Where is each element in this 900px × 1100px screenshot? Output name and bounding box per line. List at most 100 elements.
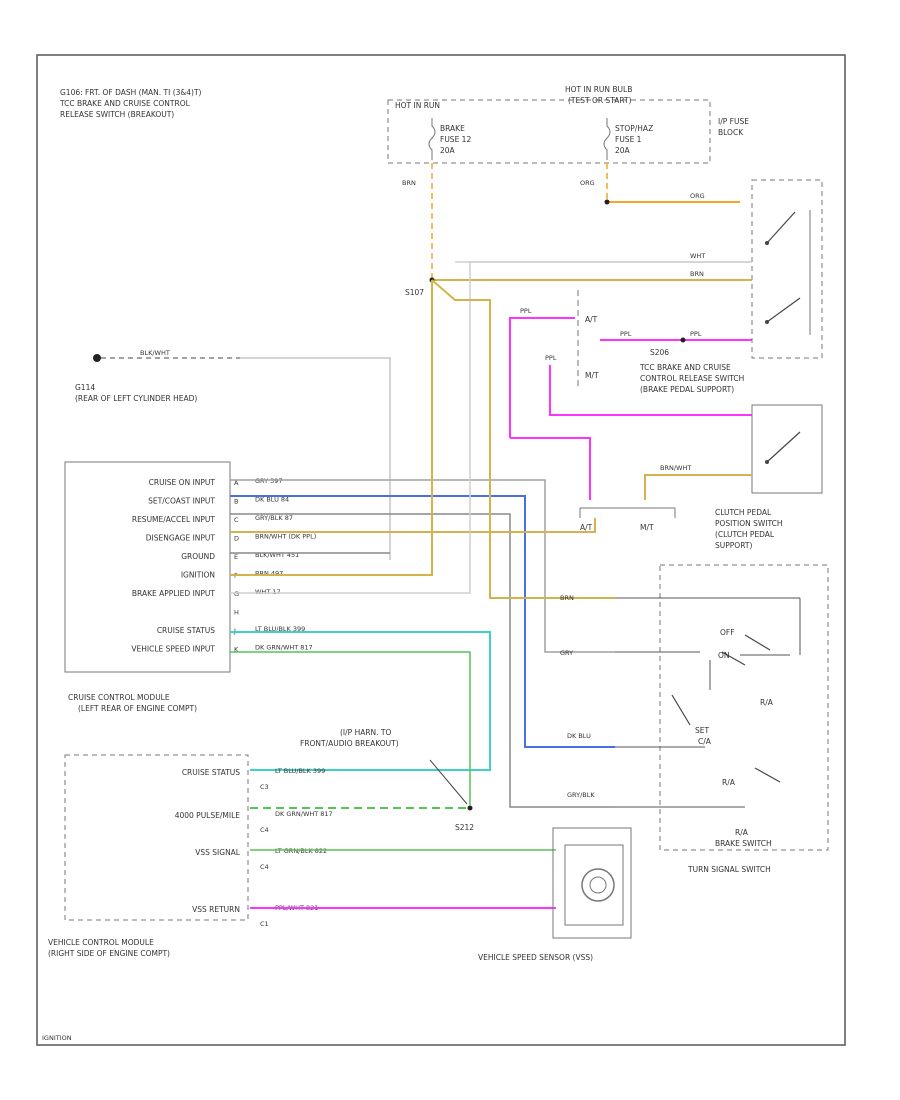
wire-dkblu-t: DK BLU [567,732,591,740]
ccm-pin-letter: C [234,516,239,524]
g114-wire-tag: BLK/WHT [140,349,170,357]
brake-switch-box [751,404,823,494]
dkgrn-817-wire [230,651,471,805]
org-tag-2: ORG [690,192,705,200]
ts-set-2: C/A [698,737,712,746]
ltblu-399-wire [230,631,491,771]
ccm-pin-letter: B [234,498,238,506]
mt-label-2: M/T [640,523,654,532]
at-label-2: A/T [580,523,593,532]
tcc-switch-label-1: TCC BRAKE AND CRUISE [639,363,731,372]
g106-note-3: RELEASE SWITCH (BREAKOUT) [60,110,174,119]
ppl-tag-3: PPL [690,330,702,338]
vcm-pin-label: 4000 PULSE/MILE [175,811,241,820]
ccm-wire-tag: GRY/BLK 87 [255,514,293,522]
clutch-label-1: CLUTCH PEDAL [715,508,772,517]
s212-label: S212 [455,823,474,832]
brake-switch-label-2: BRAKE SWITCH [715,839,772,848]
ts-ra-2: R/A [722,778,736,787]
ccm-title-1: CRUISE CONTROL MODULE [68,693,170,702]
ts-ra-switch [754,767,781,783]
ccm-pin-letter: G [234,590,239,598]
brnwht-dkppl-wire [230,518,596,533]
ccm-pin-label: VEHICLE SPEED INPUT [131,645,215,654]
clutch-label-4: SUPPORT) [715,541,752,550]
ccm-pin-label: SET/COAST INPUT [148,497,215,506]
ppl-wire-3 [549,365,752,416]
vcm-pin-label: CRUISE STATUS [182,768,240,777]
ts-set-switch [671,694,691,726]
ccm-title-2: (LEFT REAR OF ENGINE COMPT) [78,704,197,713]
s107-label: S107 [405,288,424,297]
ccm-pin-letter: D [234,535,239,543]
tcc-switch-label-3: (BRAKE PEDAL SUPPORT) [640,385,734,394]
ts-on: ON [718,651,730,660]
brake-switch [766,431,801,463]
vss-title: VEHICLE SPEED SENSOR (VSS) [478,953,593,962]
ip-harness-1: (I/P HARN. TO [340,728,392,737]
stop-fuse-2: FUSE 1 [615,135,642,144]
vss-sensor-coil [581,868,615,902]
vcm-pin-label: VSS SIGNAL [195,848,241,857]
footer-tag: IGNITION [42,1034,72,1042]
wire-gryblk-t: GRY/BLK [567,791,595,799]
ip-fuse-block-1: I/P FUSE [718,117,749,126]
ts-off-switch [744,634,771,651]
ts-ra: R/A [760,698,774,707]
ppl-tag-4: PPL [545,354,557,362]
tcc-switch-box [751,179,823,359]
brake-fuse-1: BRAKE [440,124,465,133]
tcc-switch-1 [766,211,796,244]
org-splice [604,199,610,205]
ccm-wire-tag: GRY 397 [255,477,283,485]
ccm-pin-label: BRAKE APPLIED INPUT [132,589,216,598]
ppl-tag-1: PPL [520,307,532,315]
wire-brn-t: BRN [560,594,574,602]
stop-fuse-3: 20A [615,146,631,155]
hot-in-run-label: HOT IN RUN [395,101,440,110]
wht-17-wire [230,261,752,594]
vcm-title-2: (RIGHT SIDE OF ENGINE COMPT) [48,949,170,958]
ts-on-switch [721,651,746,666]
turn-signal-title: TURN SIGNAL SWITCH [687,865,771,874]
hot-in-run-bulb-1: HOT IN RUN BULB [565,85,632,94]
vcm-wire-tag: DK GRN/WHT 817 [275,810,333,818]
brake-switch-label-1: R/A [735,828,749,837]
hot-in-run-bulb-2: (TEST OR START) [568,96,632,105]
ip-harness-pointer [429,759,468,805]
clutch-label-2: POSITION SWITCH [715,519,783,528]
wire-gry-t: GRY [560,649,573,657]
tcc-switch-1-pivot [765,241,769,245]
stop-fuse-1: STOP/HAZ [615,124,653,133]
ts-off: OFF [720,628,735,637]
ccm-pin-letter: H [234,609,239,617]
brake-fuse-2: FUSE 12 [440,135,471,144]
brn-497-wire [230,280,433,576]
ccm-wire-tag: DK BLU 84 [255,496,289,504]
ccm-pin-letter: K [234,646,239,654]
ccm-pin-label: CRUISE STATUS [157,626,215,635]
brake-fuse-symbol [428,118,436,160]
vcm-title-1: VEHICLE CONTROL MODULE [48,938,154,947]
ccm-wire-tag: LT BLU/BLK 399 [255,625,305,633]
g114-ground [93,354,101,362]
ccm-pin-label: DISENGAGE INPUT [146,534,216,543]
g114-wire-2 [240,357,391,560]
ip-fuse-block-2: BLOCK [718,128,744,137]
ccm-pin-letter: E [234,553,238,561]
vcm-pin-label: VSS RETURN [192,905,240,914]
cruise-control-module [64,461,231,673]
brn-s107-wire [431,279,615,599]
vcm-pin-letter: C4 [260,863,269,871]
brn-wht-tag: BRN/WHT [660,464,691,472]
g114-label-1: G114 [75,383,95,392]
g106-note-2: TCC BRAKE AND CRUISE CONTROL [59,99,191,108]
mt-label: M/T [585,371,599,380]
s206-splice [680,337,686,343]
vss-sensor-core [589,876,607,894]
ccm-wire-tag: BLK/WHT 451 [255,551,299,559]
ccm-pin-letter: A [234,479,239,487]
turn-signal-switch-box [659,564,829,851]
clutch-label-3: (CLUTCH PEDAL [715,530,775,539]
